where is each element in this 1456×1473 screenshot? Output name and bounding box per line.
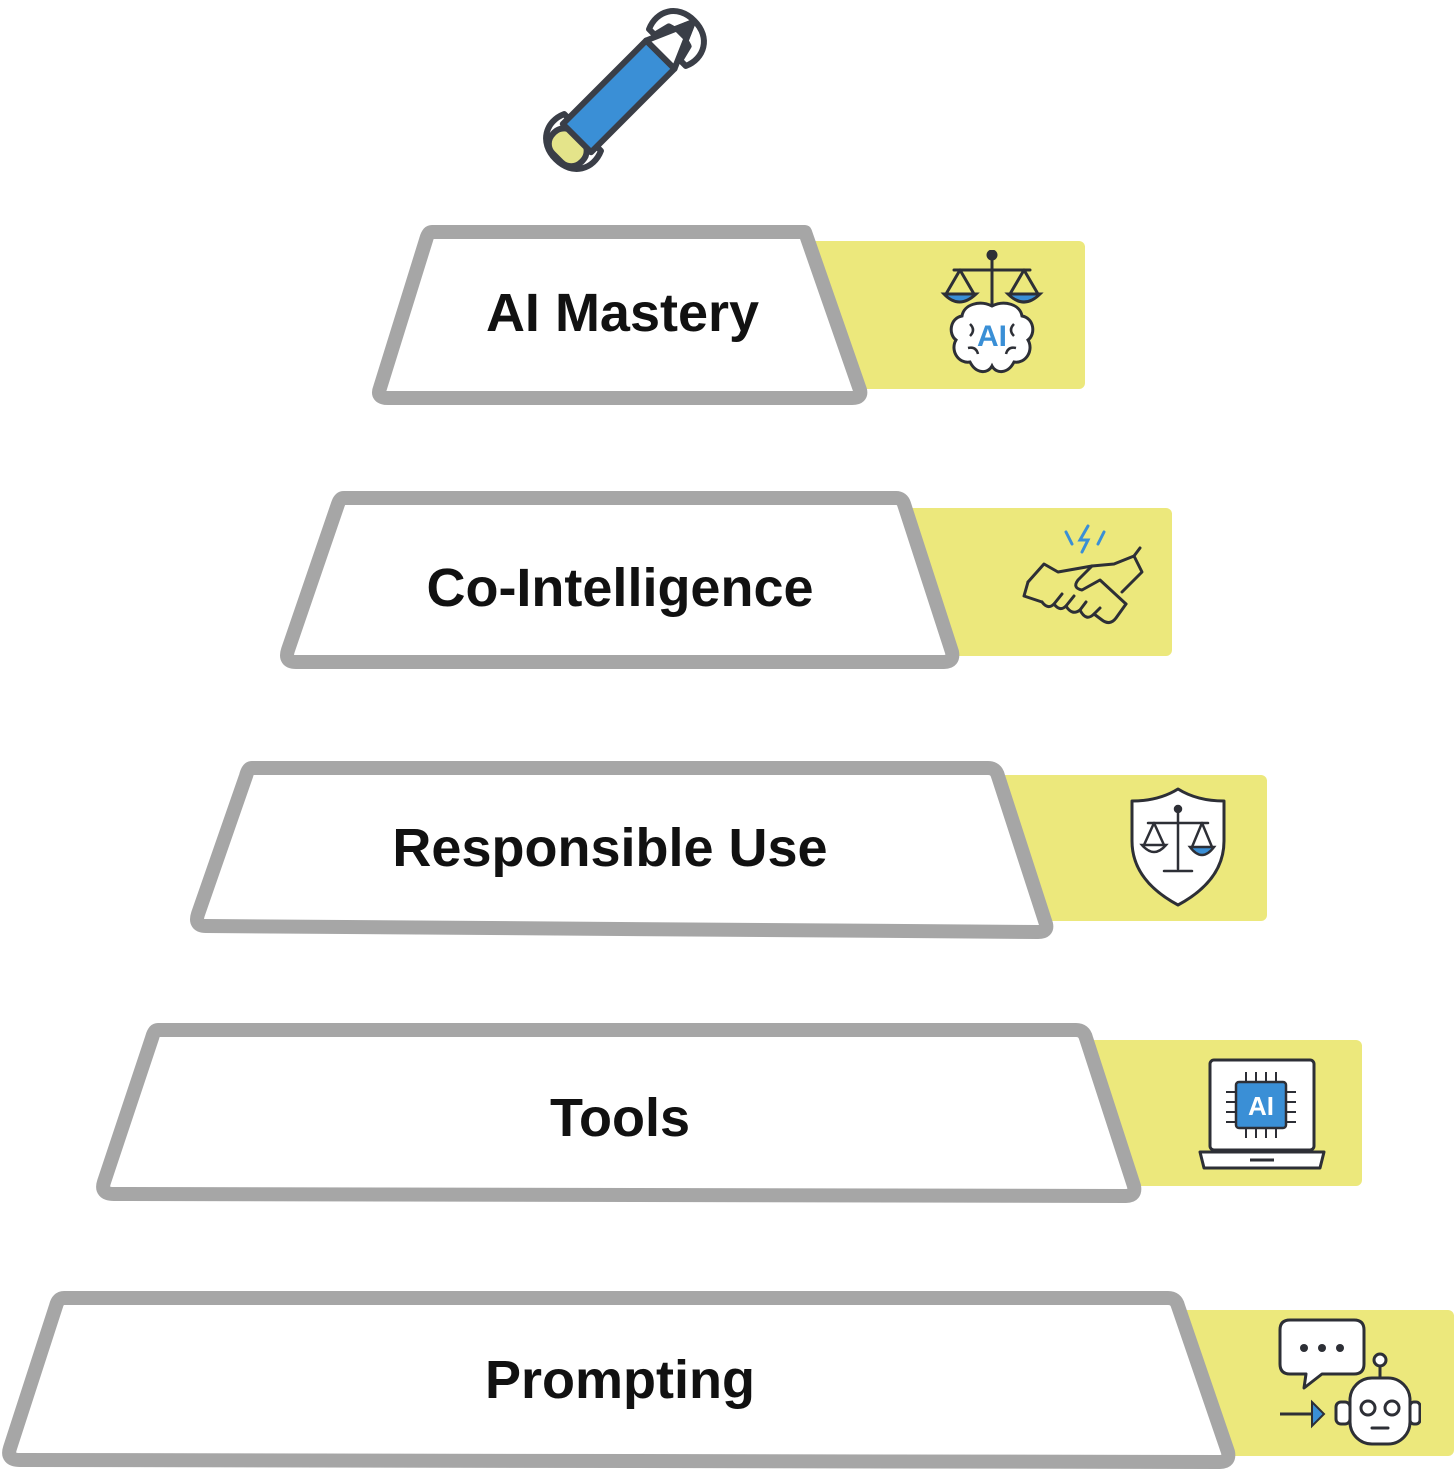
- level-label-co-intelligence: Co-Intelligence: [426, 558, 814, 618]
- level-label-tools: Tools: [550, 1088, 690, 1148]
- chat-robot-icon: [1278, 1318, 1421, 1446]
- shield-scales-icon: [1130, 787, 1226, 907]
- ai-brain-scales-icon: AI: [940, 250, 1044, 373]
- ai-laptop-icon: AI: [1198, 1058, 1326, 1170]
- level-label-prompting: Prompting: [485, 1350, 755, 1410]
- svg-text:AI: AI: [1248, 1091, 1274, 1121]
- level-label-responsible-use: Responsible Use: [392, 818, 828, 878]
- svg-text:AI: AI: [977, 320, 1007, 353]
- level-label-ai-mastery: AI Mastery: [485, 283, 760, 343]
- handshake-icon: [1022, 524, 1144, 625]
- wrench-and-pencil-icon: [543, 8, 707, 172]
